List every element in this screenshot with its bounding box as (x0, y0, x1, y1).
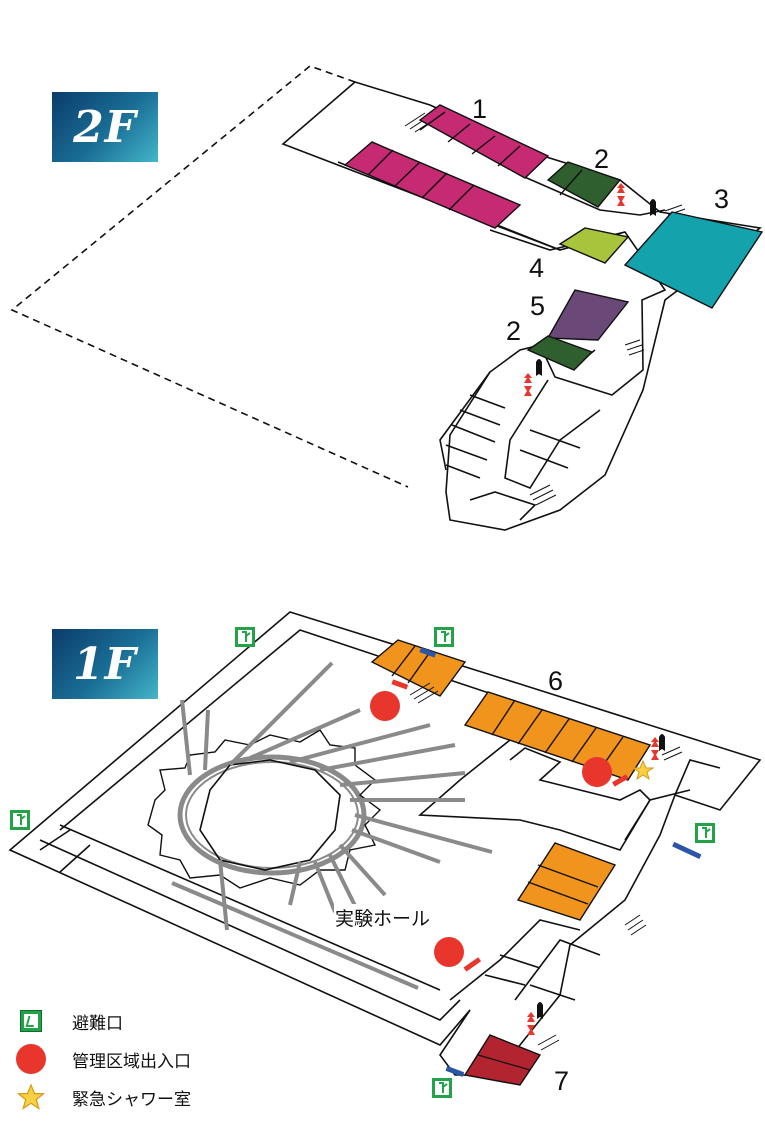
legend-item-exit: 避難口 (14, 1002, 191, 1040)
door-markers (391, 647, 702, 1077)
area-number-2b: 2 (506, 316, 522, 346)
red-circle-icon (582, 757, 612, 787)
area-1-labs (343, 104, 550, 229)
area-number-7: 7 (554, 1066, 570, 1096)
room-wall (59, 844, 91, 873)
emergency-exit-icon (235, 627, 255, 647)
lower-rooms-east2 (674, 759, 721, 796)
area-number-5: 5 (530, 291, 546, 321)
upper-room-wall (445, 444, 488, 461)
upper-room-wall (445, 464, 481, 479)
area-number-4: 4 (529, 253, 545, 283)
emergency-exit-icon (695, 823, 715, 843)
floor-badge-2f: 2F (52, 92, 158, 162)
emergency-exit-icon (10, 810, 30, 830)
area-5-room (546, 289, 630, 341)
floor-1f-plan (8, 611, 762, 1076)
area-3-room (623, 211, 764, 309)
upper-room-wall (529, 429, 581, 449)
controlled-area-entrance-markers (370, 691, 612, 967)
yellow-star-icon (17, 1083, 45, 1110)
yellow-star-icon (631, 759, 655, 781)
toilet-icon (524, 183, 656, 396)
lower-stairs (409, 682, 683, 1051)
upper-room-wall (451, 424, 496, 443)
legend-item-controlled-entrance: 管理区域出入口 (14, 1040, 191, 1078)
area-number-3: 3 (714, 184, 730, 214)
room-wall (499, 954, 541, 969)
upper-rooms (439, 371, 491, 471)
lower-rooms-east (509, 747, 652, 841)
legend-item-shower: 緊急シャワー室 (14, 1078, 191, 1116)
area-number-1: 1 (472, 94, 488, 124)
upper-room-wall (469, 394, 506, 409)
lower-building-outline (8, 611, 762, 1076)
map-legend: 避難口 管理区域出入口 緊急シャワー室 (14, 1002, 191, 1116)
emergency-exit-icon (434, 627, 454, 647)
room-divider (477, 1054, 531, 1071)
upper-rooms-bottom (469, 491, 537, 521)
legend-label-shower: 緊急シャワー室 (72, 1089, 191, 1110)
emergency-exit-icon (432, 1078, 452, 1098)
room-divider (559, 169, 583, 196)
area-7-room (463, 1034, 542, 1086)
room-wall (39, 829, 71, 851)
area-2-room-upper (546, 161, 622, 208)
red-circle-icon (370, 691, 400, 721)
toilet-icon (527, 734, 665, 1035)
lab-room-magenta-bottom (343, 141, 522, 229)
area-6-rooms (370, 639, 652, 921)
emergency-exits (10, 627, 715, 1098)
floor-badge-1f: 1F (52, 629, 158, 699)
legend-label-controlled-entrance: 管理区域出入口 (72, 1051, 191, 1072)
lower-rooms-south (449, 919, 581, 1001)
floor-label-1f: 1F (73, 638, 137, 690)
orange-room-block-south (516, 842, 617, 921)
upper-rooms-right (504, 379, 601, 489)
emergency-exit-icon (20, 1010, 42, 1032)
lab-room-magenta-top (418, 104, 550, 179)
experiment-hall-label: 実験ホール (334, 904, 432, 931)
area-4-room (558, 227, 630, 264)
floor-label-2f: 2F (73, 101, 137, 153)
upper-room-wall (519, 449, 569, 469)
experiment-hall-ring (147, 661, 493, 990)
upper-void-outline (10, 65, 409, 488)
area-number-6: 6 (548, 666, 564, 696)
room-wall (484, 974, 526, 986)
lower-rooms-south2 (514, 939, 601, 1001)
red-circle-icon (16, 1044, 46, 1074)
area-2-room-lower (526, 335, 594, 371)
upper-room-wall (459, 409, 501, 426)
room-wall (529, 984, 576, 1001)
red-circle-icon (434, 937, 464, 967)
area-number-2: 2 (594, 144, 610, 174)
lower-inner-wall (59, 824, 441, 991)
legend-label-exit: 避難口 (72, 1013, 123, 1034)
lower-hall-wall (59, 629, 691, 851)
lower-inner-wall (39, 839, 461, 1021)
